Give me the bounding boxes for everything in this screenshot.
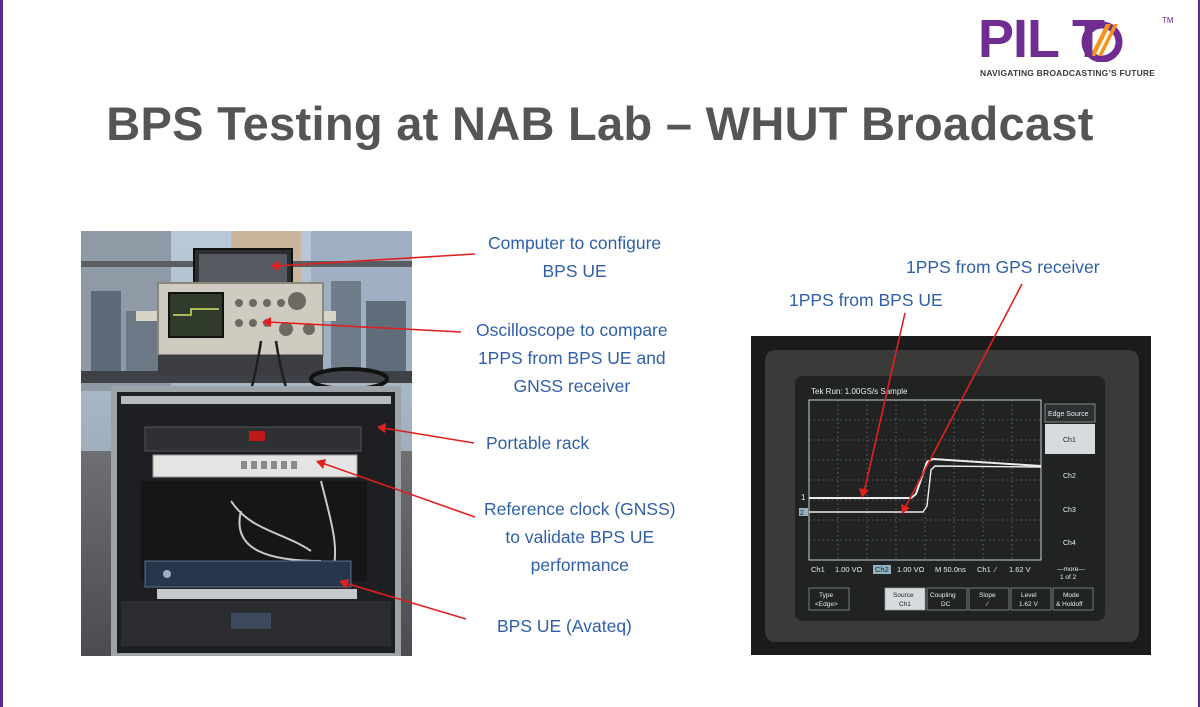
- label-pps-gps: 1PPS from GPS receiver: [906, 253, 1100, 281]
- scope-menu-source: Source: [893, 592, 914, 599]
- scope-marker-1: 1: [801, 493, 806, 502]
- label-rack: Portable rack: [486, 429, 589, 457]
- scope-menu-mode-value: & Holdoff: [1056, 601, 1083, 608]
- label-computer-line-1: Computer to configure: [488, 233, 662, 253]
- scope-header: Tek Run: 1.00GS/s Sample: [811, 387, 908, 396]
- label-reference-clock-line-2: to validate BPS UE: [505, 527, 655, 547]
- logo-word: PIL T: [978, 9, 1105, 69]
- label-reference-clock-line-3: performance: [530, 555, 629, 575]
- scope-screen-photo: Tek Run: 1.00GS/s Sample 1 2 Ch1 1.00 VΩ…: [751, 336, 1151, 655]
- logo-tagline: NAVIGATING BROADCASTING’S FUTURE: [980, 68, 1156, 78]
- logo-tm: TM: [1162, 16, 1174, 25]
- slide-title: BPS Testing at NAB Lab – WHUT Broadcast: [106, 97, 1094, 150]
- scope-menu-mode: Mode: [1063, 592, 1080, 599]
- scope-menu-coupling-value: DC: [941, 601, 951, 608]
- label-rack-line-1: Portable rack: [486, 433, 590, 453]
- scope-side-ch2: Ch2: [1063, 473, 1076, 480]
- rack-photo: [81, 231, 412, 656]
- scope-readout-ch2: Ch2: [875, 565, 889, 574]
- scope-menu-source-value: Ch1: [899, 601, 911, 608]
- scope-readout-time: M 50.0ns: [935, 565, 966, 574]
- scope-readout-trig-ch: Ch1: [977, 565, 991, 574]
- scope-side-more: —more—: [1057, 566, 1085, 573]
- slide-border-left: [0, 0, 3, 707]
- label-oscilloscope-line-2: 1PPS from BPS UE and: [477, 348, 666, 368]
- scope-menu-slope: Slope: [979, 592, 996, 599]
- scope-readout-ch1-scale: 1.00 VΩ: [835, 565, 863, 574]
- label-pps-bps: 1PPS from BPS UE: [789, 286, 943, 314]
- scope-side-page: 1 of 2: [1060, 574, 1077, 581]
- label-pps-bps-line-1: 1PPS from BPS UE: [789, 290, 943, 310]
- scope-menu-level: Level: [1021, 592, 1037, 599]
- label-reference-clock-line-1: Reference clock (GNSS): [484, 499, 676, 519]
- scope-readout-ch2-scale: 1.00 VΩ: [897, 565, 925, 574]
- scope-menu-type: Type: [819, 592, 833, 599]
- scope-readout-ch1: Ch1: [811, 565, 825, 574]
- label-bps-ue: BPS UE (Avateq): [497, 612, 632, 640]
- scope-menu-coupling: Coupling: [930, 592, 956, 599]
- label-pps-gps-line-1: 1PPS from GPS receiver: [906, 257, 1100, 277]
- scope-side-ch1: Ch1: [1063, 437, 1076, 444]
- scope-menu-level-value: 1.62 V: [1019, 601, 1038, 608]
- label-oscilloscope-line-3: GNSS receiver: [513, 376, 631, 396]
- logo-o-icon: [1081, 21, 1123, 62]
- scope-side-title: Edge Source: [1048, 411, 1089, 418]
- label-computer-line-2: BPS UE: [542, 261, 607, 281]
- label-oscilloscope: Oscilloscope to compare 1PPS from BPS UE…: [476, 316, 668, 400]
- scope-marker-2: 2: [800, 510, 804, 517]
- scope-readout-slope: ∕: [993, 565, 998, 574]
- label-bps-ue-line-1: BPS UE (Avateq): [497, 616, 632, 636]
- scope-side-ch3: Ch3: [1063, 507, 1076, 514]
- label-oscilloscope-line-1: Oscilloscope to compare: [476, 320, 668, 340]
- label-computer: Computer to configure BPS UE: [488, 229, 661, 285]
- scope-menu-slope-value: ∕: [985, 601, 989, 608]
- scope-menu-type-value: <Edge>: [815, 601, 838, 608]
- scope-readout-level: 1.62 V: [1009, 565, 1031, 574]
- scope-side-ch4: Ch4: [1063, 540, 1076, 547]
- pilot-logo: PIL T TM NAVIGATING BROADCASTING’S FUTUR…: [978, 12, 1178, 82]
- slide-border-right: [1198, 0, 1200, 707]
- label-reference-clock: Reference clock (GNSS) to validate BPS U…: [484, 495, 676, 579]
